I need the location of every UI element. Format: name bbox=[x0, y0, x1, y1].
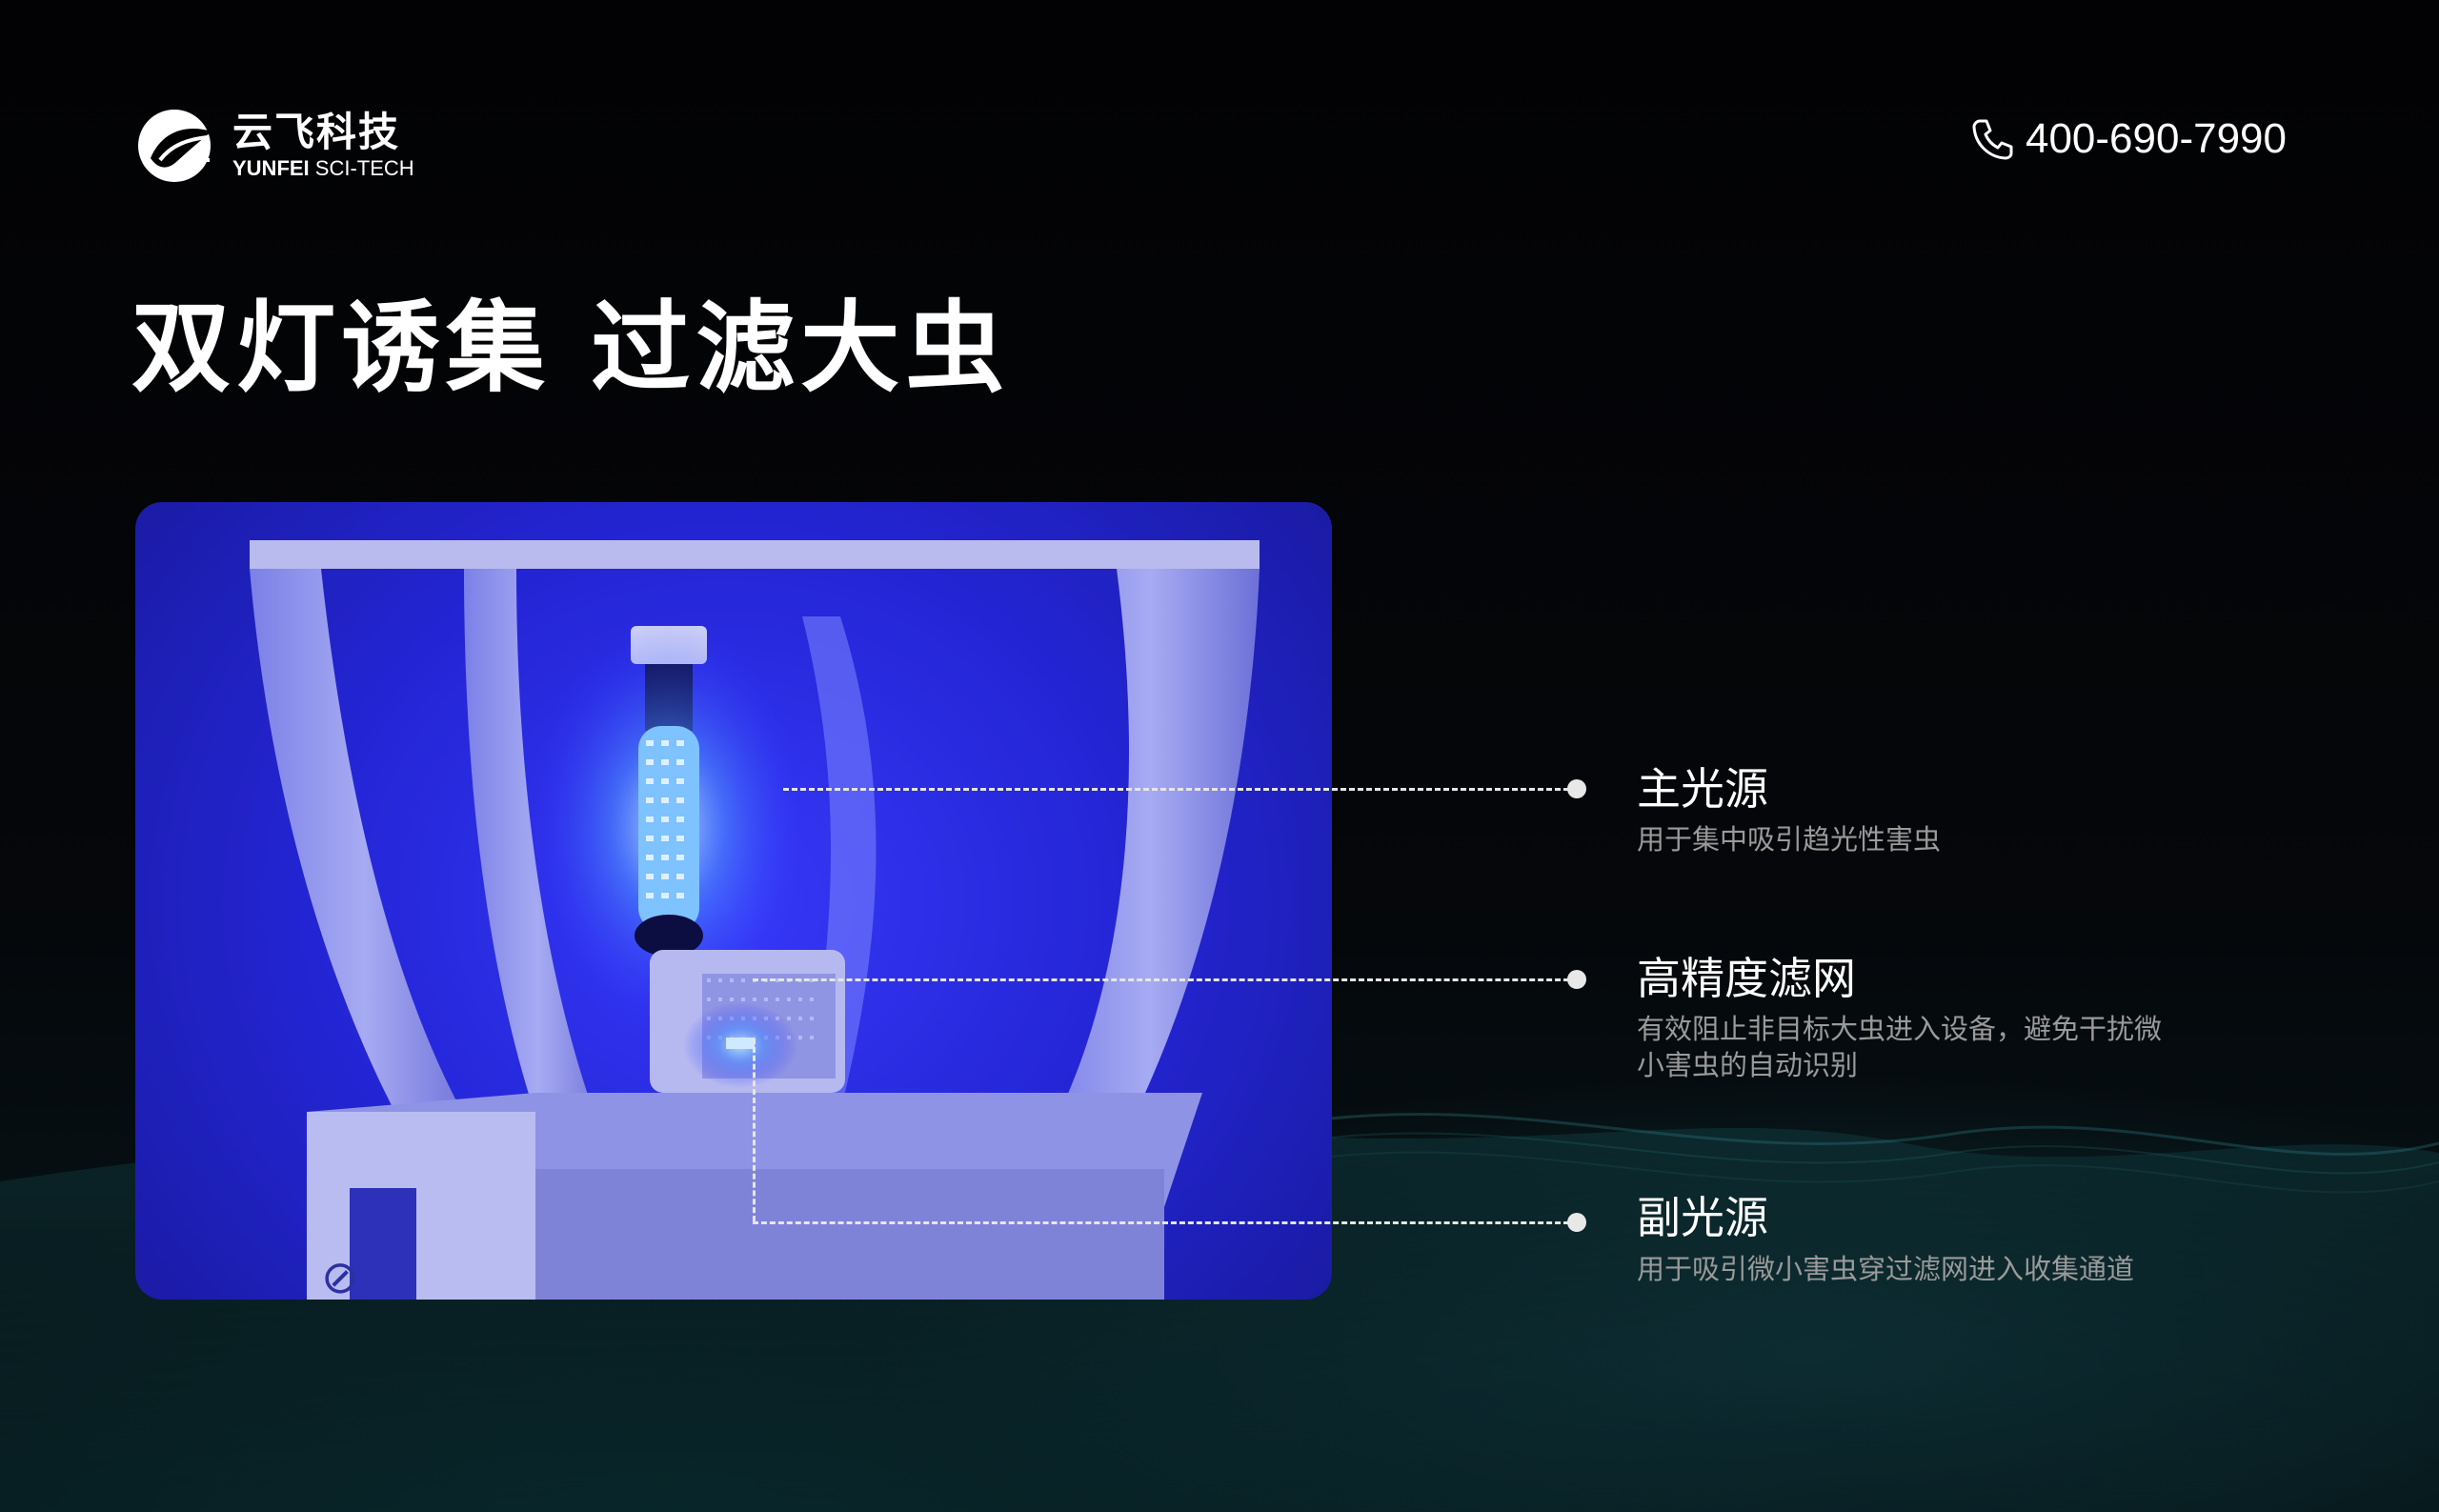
page-title: 双灯诱集 过滤大虫 bbox=[131, 290, 1011, 406]
callout-filter-line bbox=[753, 978, 1578, 981]
phone-number[interactable]: 400-690-7990 bbox=[2025, 115, 2287, 162]
phone-icon bbox=[1972, 119, 2013, 160]
contact-phone[interactable]: 400-690-7990 bbox=[1970, 112, 2287, 166]
callout-filter-dot bbox=[1567, 970, 1586, 989]
callout-filter-desc: 有效阻止非目标大虫进入设备，避免干扰微小害虫的自动识别 bbox=[1637, 1013, 2163, 1081]
callout-secondary-vline bbox=[753, 1038, 756, 1221]
callout-main-desc: 用于集中吸引趋光性害虫 bbox=[1637, 823, 1942, 856]
brand-name-cn: 云飞科技 bbox=[232, 109, 401, 155]
insect-trap-device-illustration: ⊘ bbox=[135, 502, 1332, 1300]
callout-secondary-title: 副光源 bbox=[1637, 1192, 1768, 1243]
callout-main-title: 主光源 bbox=[1637, 763, 1768, 815]
device-brand-mark: ⊘ bbox=[321, 1251, 359, 1300]
yunfei-leaf-logo-icon bbox=[138, 110, 212, 182]
product-photo: ⊘ bbox=[135, 502, 1332, 1300]
callout-filter-title: 高精度滤网 bbox=[1637, 953, 1856, 1004]
brand-logo[interactable]: 云飞科技 YUNFEI SCI-TECH bbox=[133, 103, 414, 189]
brand-name-en-bold: YUNFEI bbox=[232, 156, 310, 180]
callout-secondary-dot bbox=[1567, 1213, 1586, 1232]
callout-main-dot bbox=[1567, 779, 1586, 798]
callout-main-line bbox=[783, 788, 1578, 791]
callout-secondary-desc: 用于吸引微小害虫穿过滤网进入收集通道 bbox=[1637, 1253, 2135, 1285]
brand-name-en: YUNFEI SCI-TECH bbox=[232, 155, 414, 182]
brand-name-en-rest: SCI-TECH bbox=[309, 156, 414, 180]
callout-secondary-line bbox=[753, 1221, 1578, 1224]
